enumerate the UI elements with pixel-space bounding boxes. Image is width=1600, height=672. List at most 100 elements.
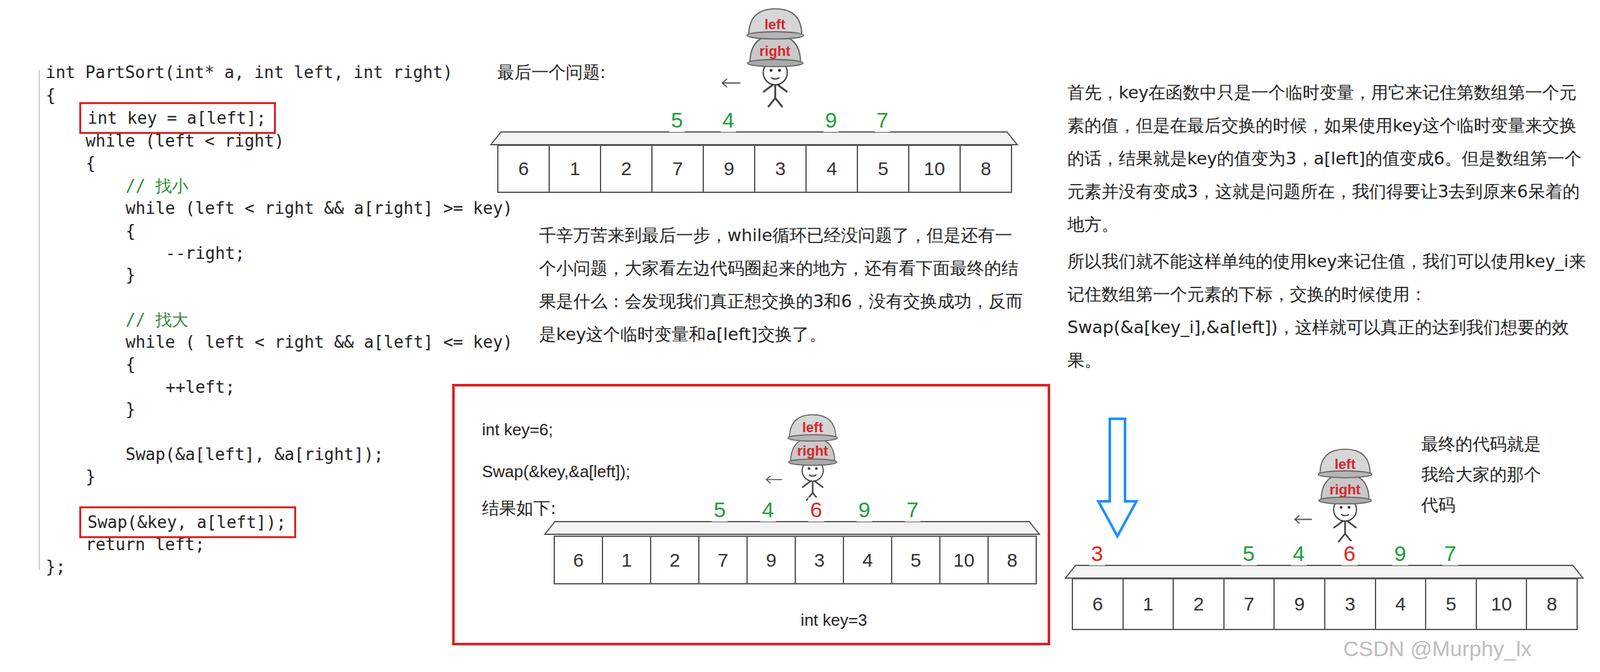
explanation-text: 所以我们就不能这样单纯的使用key来记住值，我们可以使用key_i来记住数组第一… <box>1067 244 1588 377</box>
helmet-label: left <box>802 418 824 437</box>
array-cell: 10 <box>939 535 989 585</box>
code-line: ++left; <box>165 376 236 397</box>
cell-value: 2 <box>620 157 632 180</box>
array-cell: 1 <box>1122 577 1175 630</box>
array-cell: 7 <box>651 144 704 193</box>
helmet-label: left <box>1334 455 1356 474</box>
code-line: while (left < right && a[right] >= key) <box>125 197 513 219</box>
array-lip <box>544 521 1040 534</box>
array-cell: 1 <box>548 144 602 193</box>
cell-value: 4 <box>826 157 838 180</box>
code-comment: // 找大 <box>125 309 189 330</box>
array-cell: 5 <box>1424 577 1477 630</box>
annotation-number: 7 <box>1442 540 1459 566</box>
array-lip <box>1065 565 1583 578</box>
explanation-text: 千辛万苦来到最后一步，while循环已经没问题了，但是还有一个小问题，大家看左边… <box>539 218 1027 351</box>
code-line: int PartSort(int* a, int left, int right… <box>45 62 453 83</box>
cell-value: 3 <box>814 549 826 571</box>
cell-value: 4 <box>862 549 874 571</box>
cell-value: 4 <box>1395 592 1406 615</box>
annotation-number: 7 <box>904 497 921 522</box>
code-line: --right; <box>165 242 245 264</box>
array-cell: 6 <box>497 144 550 193</box>
annotation-number: 4 <box>760 497 777 522</box>
cell-value: 9 <box>723 157 735 180</box>
cell-value: 3 <box>774 157 786 180</box>
cell-value: 10 <box>953 549 975 571</box>
code-line: Swap(&a[left], &a[right]); <box>125 443 384 465</box>
cell-value: 10 <box>923 157 945 180</box>
array-cell: 2 <box>650 535 700 585</box>
code-line: Swap(&key, a[left]); <box>87 511 288 533</box>
array-cell: 6 <box>1071 577 1124 630</box>
cell-value: 7 <box>717 549 729 571</box>
array-cell: 9 <box>1273 577 1326 630</box>
annotation-number: 6 <box>1341 540 1358 566</box>
array-cell: 2 <box>599 144 653 193</box>
code-highlight-box: int key = a[left]; <box>79 102 276 134</box>
array-cell: 4 <box>1374 577 1427 630</box>
cell-value: 10 <box>1490 592 1512 615</box>
array-cell: 3 <box>794 535 845 585</box>
annotation-number: 3 <box>1089 540 1106 566</box>
code-line: { <box>125 220 136 241</box>
array-cell: 4 <box>842 535 893 585</box>
cell-value: 5 <box>910 549 922 571</box>
cell-value: 7 <box>1243 592 1255 615</box>
helmet-label: right <box>759 42 791 61</box>
panel-text: int key=3 <box>800 609 868 630</box>
cell-value: 6 <box>573 549 585 571</box>
helmet-label: right <box>1329 480 1361 499</box>
annotation-number: 5 <box>712 497 729 522</box>
heading: 最后一个问题: <box>497 62 606 83</box>
pointer-figure <box>1294 448 1373 543</box>
array-cell: 8 <box>1525 577 1578 630</box>
array-cell: 3 <box>754 144 807 193</box>
panel-text: int key=6; <box>481 419 553 440</box>
code-line: while ( left < right && a[left] <= key) <box>125 331 513 352</box>
code-line: } <box>125 264 136 285</box>
array-cell: 4 <box>805 144 859 193</box>
array-cell: 8 <box>987 535 1037 585</box>
array-cell: 10 <box>908 144 961 193</box>
annotation-number: 9 <box>1392 540 1409 566</box>
code-highlight-box: Swap(&key, a[left]); <box>79 506 297 538</box>
annotation-number: 5 <box>669 107 685 132</box>
array-cell: 3 <box>1324 577 1377 630</box>
annotation-number: 4 <box>720 107 737 132</box>
array-cell: 10 <box>1475 577 1528 630</box>
code-comment: // 找小 <box>125 175 189 196</box>
helmet-label: left <box>764 15 786 34</box>
cell-value: 9 <box>766 549 777 571</box>
cell-value: 5 <box>1445 592 1457 615</box>
code-margin <box>38 69 40 570</box>
cell-value: 3 <box>1344 592 1356 615</box>
code-line: } <box>85 466 96 487</box>
cell-value: 1 <box>621 549 633 571</box>
result-panel: int key=6;Swap(&key,&a[left]);结果如下:int k… <box>452 383 1051 645</box>
cell-value: 8 <box>1546 592 1558 615</box>
array-cell: 9 <box>746 535 796 585</box>
array-cell: 6 <box>553 535 604 585</box>
annotation-number: 4 <box>1291 540 1308 566</box>
cell-value: 6 <box>518 157 529 180</box>
array-cell: 7 <box>698 535 748 585</box>
annotation-number: 9 <box>823 107 840 132</box>
code-line: } <box>125 398 136 420</box>
cell-value: 7 <box>672 157 683 180</box>
cell-value: 1 <box>1142 592 1154 615</box>
helmet-label: right <box>797 442 829 460</box>
array-cell: 5 <box>891 535 941 585</box>
cell-value: 6 <box>1092 592 1103 615</box>
explanation-text: 首先，key在函数中只是一个临时变量，用它来记住第数组第一个元素的值，但是在最后… <box>1067 76 1588 241</box>
cell-value: 2 <box>1193 592 1205 615</box>
cell-value: 8 <box>980 157 992 180</box>
annotation-number: 7 <box>874 107 891 132</box>
cell-value: 5 <box>877 157 889 180</box>
annotation-number: 6 <box>808 497 825 522</box>
annotation-number: 5 <box>1241 540 1257 566</box>
array-cell: 7 <box>1223 577 1276 630</box>
array-cell: 1 <box>601 535 652 585</box>
pointer-figure <box>722 8 804 108</box>
code-line: { <box>125 353 136 375</box>
